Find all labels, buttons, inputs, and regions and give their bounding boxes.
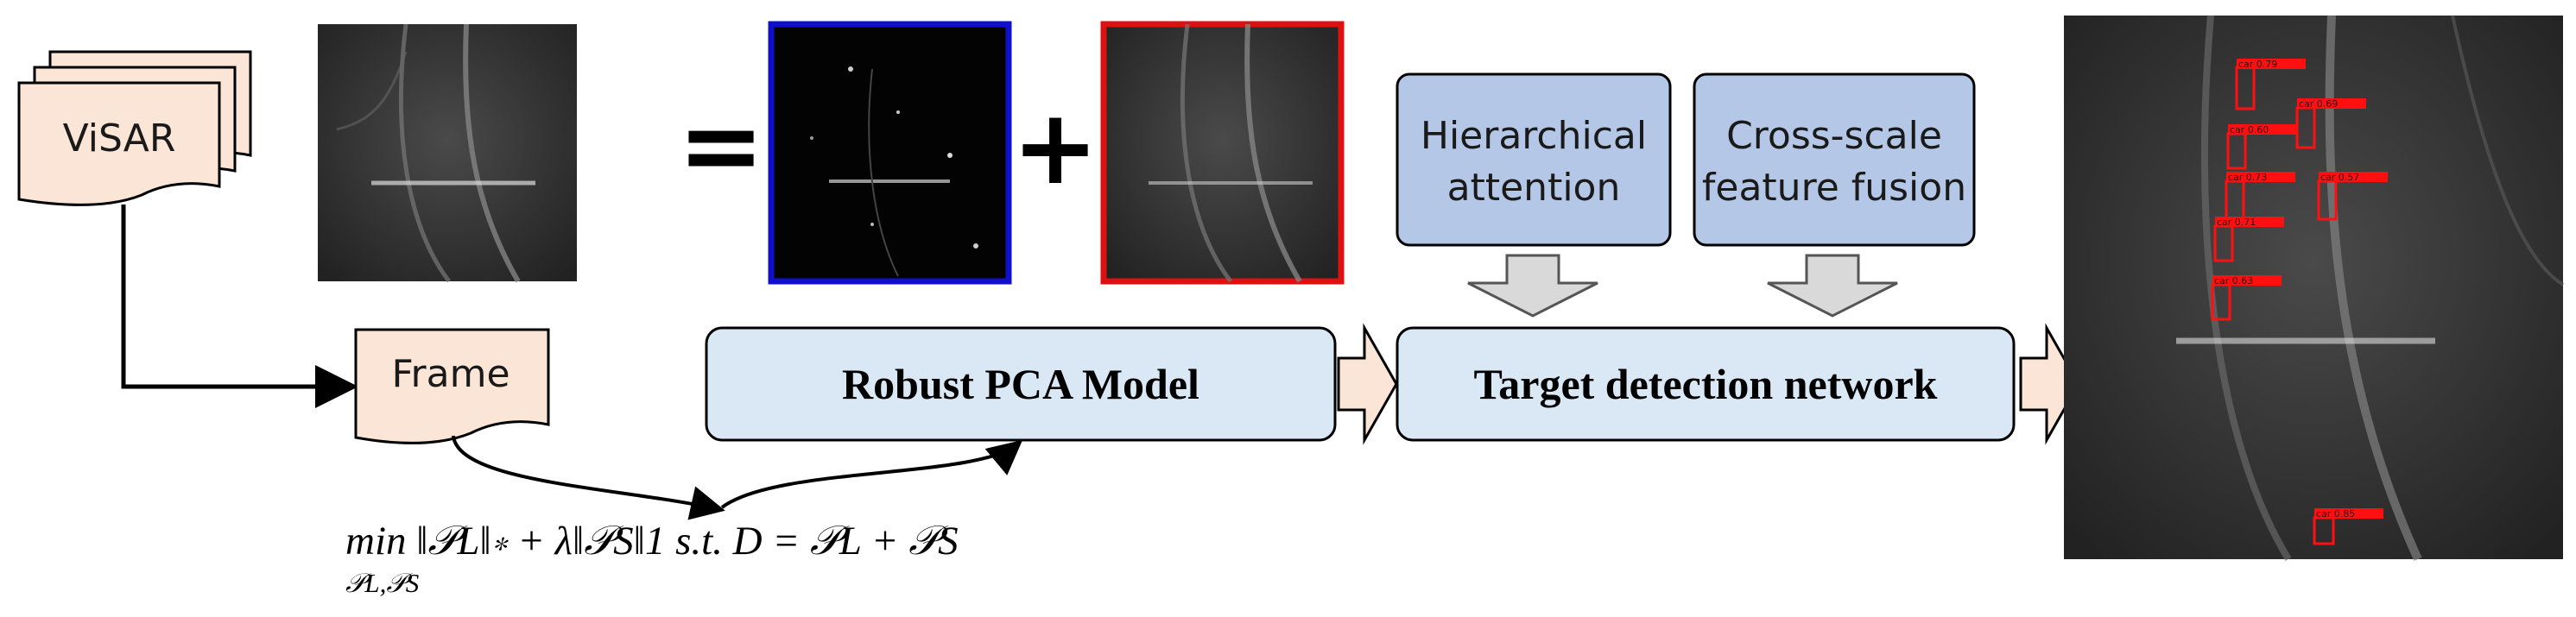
rpca-formula: min ‖𝒫L‖∗ + λ‖𝒫S‖1 s.t. D = 𝒫L + 𝒫S 𝒫L,𝒫… (345, 518, 1209, 613)
detection-label: car 0.69 (2299, 98, 2338, 110)
background-image (1100, 21, 1345, 285)
detection-label: car 0.85 (2316, 508, 2355, 519)
detection-box: car 0.79 (2235, 59, 2306, 110)
detection-box: car 0.60 (2226, 124, 2297, 170)
hierarchical-attention-box: Hierarchical attention (1396, 72, 1672, 247)
detection-box: car 0.69 (2295, 98, 2366, 149)
detection-label: car 0.63 (2214, 275, 2253, 286)
hierarchical-attention-label-line2: attention (1447, 166, 1621, 210)
cross-scale-label-line2: feature fusion (1702, 166, 1966, 210)
detection-box: car 0.73 (2225, 172, 2295, 221)
lowrank-sparse-image (768, 21, 1012, 285)
detection-box: car 0.63 (2211, 275, 2282, 321)
frame-to-formula-curve (452, 435, 725, 520)
rpca-label: Robust PCA Model (842, 360, 1199, 408)
cross-scale-fusion-box: Cross-scale feature fusion (1693, 72, 1976, 247)
detector-label: Target detection network (1474, 360, 1938, 408)
hierarchical-attention-label-line1: Hierarchical (1421, 114, 1647, 158)
attention-down-arrow (1467, 254, 1598, 318)
visar-to-frame-connector (121, 205, 358, 408)
formula-to-rpca-curve (720, 439, 1023, 509)
detection-label: car 0.79 (2238, 59, 2277, 70)
frame-document: Frame (354, 328, 550, 444)
formula-main: min ‖𝒫L‖∗ + λ‖𝒫S‖1 s.t. D = 𝒫L + 𝒫S (345, 519, 959, 563)
output-detection-image: car 0.79 car 0.60 car 0.69 car 0.73 car … (2064, 15, 2565, 562)
visar-label: ViSAR (63, 116, 176, 161)
detector-box: Target detection network (1396, 326, 2016, 442)
detection-box: car 0.57 (2317, 172, 2388, 221)
plus-symbol: + (1012, 88, 1099, 208)
visar-document-stack: ViSAR (17, 50, 252, 206)
detection-box: car 0.71 (2213, 217, 2284, 262)
detection-label: car 0.71 (2217, 217, 2256, 228)
rpca-to-detector-arrow (1337, 323, 1398, 445)
detection-label: car 0.57 (2320, 172, 2359, 183)
frame-label: Frame (391, 352, 510, 396)
rpca-box: Robust PCA Model (705, 326, 1337, 442)
detection-label: car 0.73 (2228, 172, 2267, 183)
detection-box: car 0.85 (2313, 508, 2383, 545)
detection-label: car 0.60 (2230, 124, 2269, 135)
detector-to-output-arrow (2019, 323, 2080, 445)
fusion-down-arrow (1767, 254, 1898, 318)
input-sar-image (318, 23, 577, 283)
cross-scale-label-line1: Cross-scale (1726, 114, 1942, 158)
equals-symbol: = (678, 86, 765, 206)
formula-subscript: 𝒫L,𝒫S (345, 568, 420, 598)
